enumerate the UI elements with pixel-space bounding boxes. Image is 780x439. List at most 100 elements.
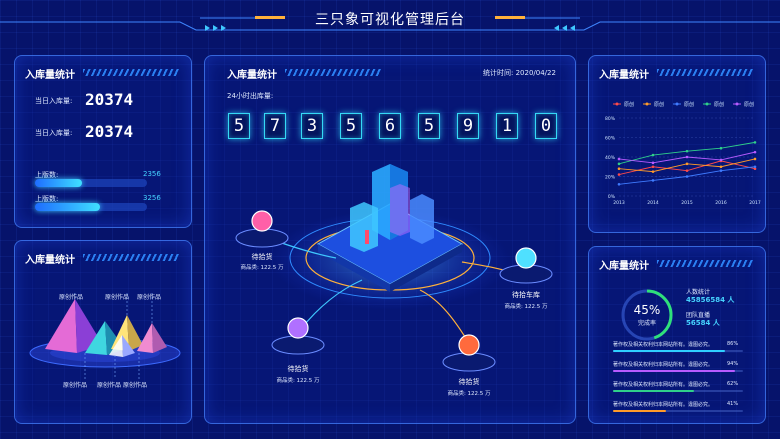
y-tick-label: 80% (605, 116, 616, 122)
counter-digit: 9 (457, 113, 479, 139)
stat-time: 统计时间: 2020/04/22 (483, 69, 556, 77)
people-label: 人数统计 (686, 289, 711, 296)
stat-label: 当日入库量: (35, 97, 73, 105)
x-tick-label: 2013 (613, 200, 625, 206)
bar-label: 上版数: (35, 171, 59, 179)
data-point (617, 157, 621, 161)
progress-row-fill (613, 410, 667, 412)
x-tick-label: 2016 (715, 200, 727, 206)
header-bar: 三只象可视化管理后台 (0, 0, 780, 36)
panel-title: 入库量统计 (25, 70, 75, 81)
data-point (617, 183, 621, 186)
people-value: 45856584 人 (686, 296, 735, 304)
counter-digit: 5 (228, 113, 250, 139)
donut-percent: 45% (633, 303, 661, 317)
node-name: 待拾货 (287, 365, 309, 373)
counter-digit: 3 (301, 113, 323, 139)
legend-label: 原创 (744, 101, 754, 108)
progress-row-label: 著作权及相关权利归本网站所有。違图必究。 (613, 382, 714, 388)
legend-label: 原创 (654, 101, 664, 108)
pyramid-label: 原创作品 (59, 294, 84, 301)
panel-center: 入库量统计 统计时间: 2020/04/22 24小时出库量: (204, 55, 576, 424)
x-tick-label: 2014 (647, 200, 659, 206)
pyramid-label: 原创作品 (105, 294, 130, 301)
data-point (651, 170, 655, 173)
stat-label: 当日入库量: (35, 129, 73, 137)
data-point (685, 149, 689, 153)
panel-title: 入库量统计 (227, 70, 277, 81)
progress-row-label: 著作权及相关权利归本网站所有。違图必究。 (613, 342, 714, 348)
counter-digit: 0 (535, 113, 557, 139)
legend-marker (735, 102, 739, 106)
data-point (719, 158, 723, 162)
bar-label: 上版数: (35, 195, 59, 203)
node-sub: 商品类: 122.5 万 (504, 304, 548, 310)
y-tick-label: 20% (605, 175, 616, 181)
data-point (685, 169, 689, 172)
data-point (685, 175, 689, 178)
page-title: 三只象可视化管理后台 (315, 12, 465, 28)
legend-label: 原创 (714, 101, 724, 108)
counter-digit: 7 (264, 113, 286, 139)
legend-marker (675, 102, 679, 106)
progress-row-label: 著作权及相关权利归本网站所有。違图必究。 (613, 362, 714, 368)
counter-digit: 5 (418, 113, 440, 139)
node-name: 待拾货 (458, 378, 480, 386)
panel-inbound-stats: 入库量统计 当日入库量: 20374 当日入库量: 20374 上版数: 235… (14, 55, 192, 228)
data-point (753, 150, 757, 154)
counter-digit: 5 (340, 113, 362, 139)
data-point (753, 165, 757, 169)
stat-value: 20374 (85, 90, 134, 109)
progress-bar-fill (35, 203, 100, 211)
donut-arc (621, 289, 673, 341)
progress-row-fill (613, 390, 694, 392)
panel-title: 入库量统计 (599, 70, 649, 81)
title-decoration (83, 69, 179, 76)
data-point (651, 165, 655, 169)
node-name: 待拾货 (251, 253, 273, 261)
counter-digit: 1 (496, 113, 518, 139)
progress-row-fill (613, 370, 736, 372)
legend-marker (615, 102, 619, 106)
progress-bar (35, 203, 147, 211)
node-sub: 商品类: 122.5 万 (240, 265, 284, 271)
data-point (651, 179, 655, 182)
node-sub: 商品类: 122.5 万 (276, 378, 320, 384)
progress-row-pct: 86% (727, 341, 739, 347)
panel-title: 入库量统计 (25, 255, 75, 266)
panel-title: 入库量统计 (599, 261, 649, 272)
series-line (618, 141, 756, 165)
data-point (617, 167, 621, 170)
progress-row-track (613, 410, 743, 412)
bar-value: 2356 (143, 170, 161, 178)
pyramid-label: 原创作品 (97, 382, 122, 389)
progress-row-pct: 41% (727, 401, 739, 407)
data-point (685, 155, 689, 159)
data-point (651, 153, 655, 157)
data-point (719, 169, 723, 172)
pyramid-label: 原创作品 (63, 382, 88, 389)
x-tick-label: 2017 (749, 200, 761, 206)
completion-donut (621, 289, 673, 341)
title-decoration (83, 254, 179, 261)
title-decoration (657, 260, 753, 267)
pyramid-graphic (29, 291, 181, 379)
x-tick-label: 2015 (681, 200, 693, 206)
header-frame (0, 16, 780, 31)
data-point (719, 146, 723, 150)
legend-marker (705, 102, 709, 106)
panel-completion: 入库量统计 45% 完成率 人数统计 45856584 人 团队直播 56584… (588, 246, 766, 424)
pyramid-label: 原创作品 (123, 382, 148, 389)
title-decoration (657, 69, 753, 76)
stat-value: 20374 (85, 122, 134, 141)
progress-row-fill (613, 350, 725, 352)
data-point (617, 162, 621, 166)
panel-pyramids: 入库量统计 原创作品 原创作品 原创作品 原创作品 原创作品 原创作品 (14, 240, 192, 424)
data-point (685, 162, 689, 166)
hours-label: 24小时出库量: (227, 92, 274, 100)
progress-row-label: 著作权及相关权利归本网站所有。違图必究。 (613, 402, 714, 408)
title-decoration (285, 69, 381, 76)
pyramid-label: 原创作品 (137, 294, 162, 301)
